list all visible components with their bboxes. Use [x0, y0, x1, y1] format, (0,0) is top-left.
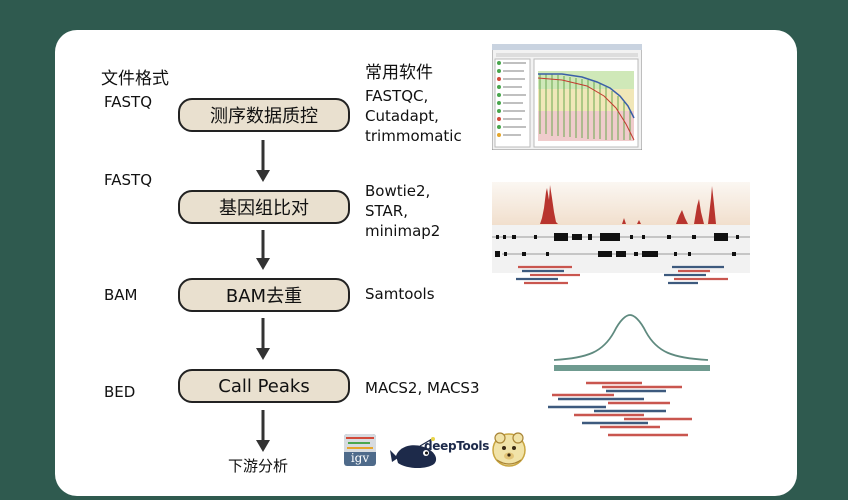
- igv-track-icon: [344, 434, 376, 452]
- macs-bear-logo-icon: [492, 432, 526, 467]
- software-item: FASTQC,: [365, 87, 429, 105]
- format-label-fastq-2: FASTQ: [104, 171, 153, 189]
- down-arrow-icon: [256, 410, 270, 452]
- deeptools-logo-text: deepTools: [424, 439, 490, 453]
- software-item: Bowtie2,: [365, 182, 431, 200]
- software-item: Samtools: [365, 285, 435, 303]
- down-arrow-icon: [256, 230, 270, 270]
- deeptools-fish-icon: [390, 437, 437, 469]
- igv-logo-text: igv: [350, 451, 370, 465]
- step-quality-control: 测序数据质控: [178, 98, 350, 132]
- down-arrow-icon: [256, 140, 270, 182]
- downstream-analysis-label: 下游分析: [228, 457, 289, 475]
- peak-summit-diagram: [548, 314, 710, 437]
- software-list-alignment: Bowtie2, STAR, minimap2: [365, 181, 440, 241]
- step-bam-dedup: BAM去重: [178, 278, 350, 312]
- fastqc-report-thumbnail: [492, 44, 642, 150]
- formats-heading: 文件格式: [101, 69, 169, 89]
- software-heading: 常用软件: [365, 63, 433, 83]
- format-label-bed: BED: [104, 383, 136, 401]
- software-list-dedup: Samtools: [365, 284, 435, 304]
- software-item: MACS2, MACS3: [365, 379, 480, 397]
- step-call-peaks: Call Peaks: [178, 369, 350, 403]
- software-item: minimap2: [365, 222, 441, 240]
- software-item: trimmomatic: [365, 127, 462, 145]
- software-list-qc: FASTQC, Cutadapt, trimmomatic: [365, 86, 462, 146]
- step-genome-alignment: 基因组比对: [178, 190, 350, 224]
- down-arrow-icon: [256, 318, 270, 360]
- alignment-coverage-track: [492, 182, 750, 285]
- software-item: Cutadapt,: [365, 107, 439, 125]
- format-label-fastq-1: FASTQ: [104, 93, 153, 111]
- software-list-peaks: MACS2, MACS3: [365, 378, 480, 398]
- igv-logo: igv: [344, 434, 376, 466]
- software-item: STAR,: [365, 202, 408, 220]
- format-label-bam: BAM: [104, 286, 138, 304]
